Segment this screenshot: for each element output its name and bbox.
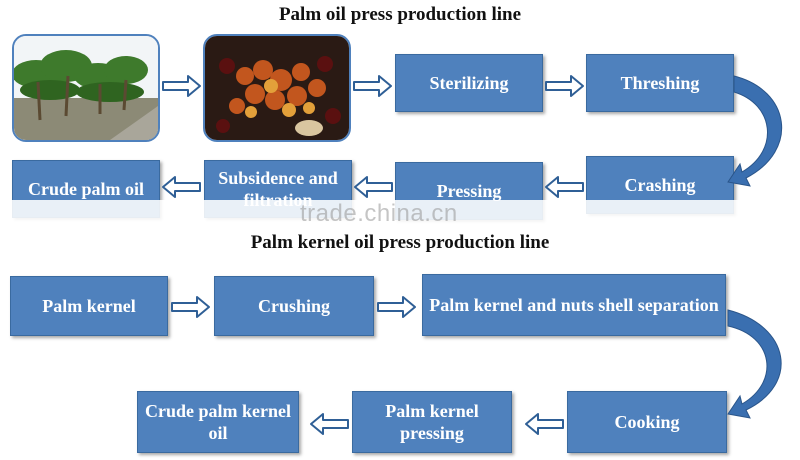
- arrow-left-icon: [162, 176, 201, 198]
- curved-arrow-down-icon: [727, 75, 783, 187]
- palm-trees-image: [14, 36, 158, 140]
- arrow-right-icon: [353, 75, 392, 97]
- arrow-right-icon: [545, 75, 584, 97]
- arrow-left-icon: [354, 176, 393, 198]
- title-palm-oil-line: Palm oil press production line: [278, 4, 522, 25]
- watermark-band: [0, 200, 800, 228]
- arrow-right-icon: [171, 296, 210, 318]
- curved-arrow-down-icon: [727, 309, 782, 419]
- arrow-right-icon: [377, 296, 416, 318]
- arrow-left-icon: [545, 176, 584, 198]
- step-sterilizing: Sterilizing: [395, 54, 543, 112]
- step-palm-kernel-pressing: Palm kernel pressing: [352, 391, 512, 453]
- arrow-left-icon: [310, 413, 349, 435]
- step-kernel-shell-separation: Palm kernel and nuts shell separation: [422, 274, 726, 336]
- arrow-right-icon: [162, 75, 201, 97]
- watermark: trade.china.cn: [300, 200, 458, 227]
- arrow-left-icon: [525, 413, 564, 435]
- step-crushing: Crushing: [214, 276, 374, 336]
- palm-trees-photo: [12, 34, 160, 142]
- step-cooking: Cooking: [567, 391, 727, 453]
- palm-fruit-bunch-photo: [203, 34, 351, 142]
- title-palm-kernel-oil-line: Palm kernel oil press production line: [250, 232, 550, 253]
- step-palm-kernel: Palm kernel: [10, 276, 168, 336]
- palm-fruit-image: [205, 36, 349, 140]
- output-crude-palm-kernel-oil: Crude palm kernel oil: [137, 391, 299, 453]
